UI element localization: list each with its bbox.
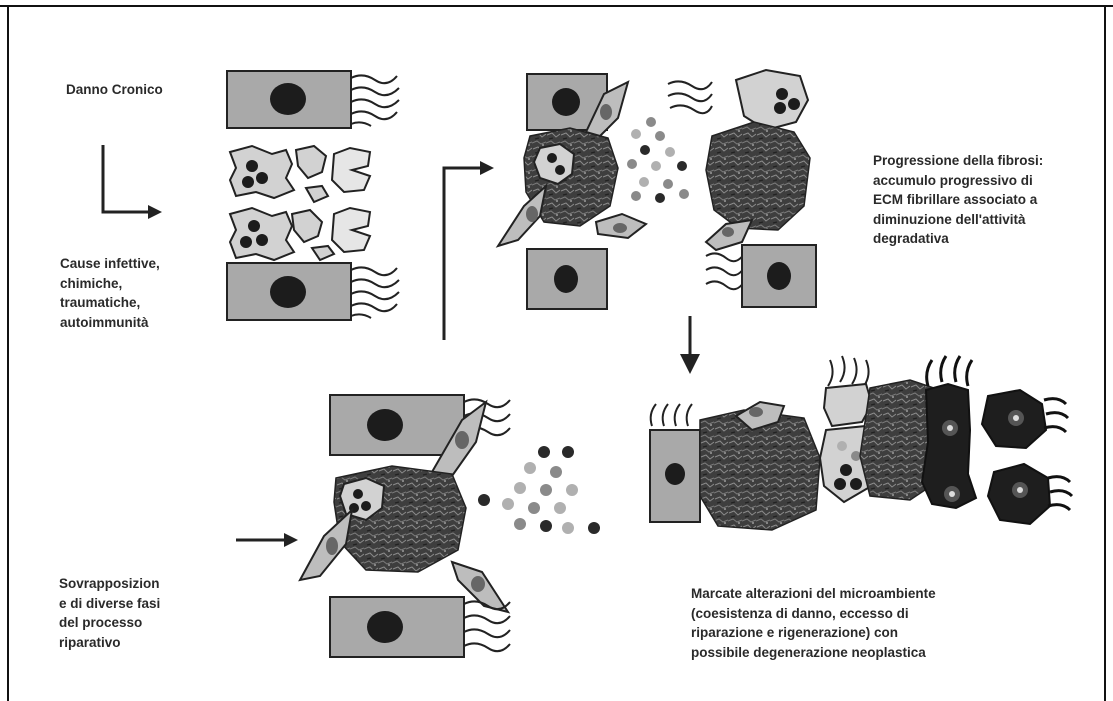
label-marcate-alterazioni: Marcate alterazioni del microambiente (c… xyxy=(691,584,936,662)
ecm-fibrillar-matrix xyxy=(706,122,810,230)
cell-nucleus xyxy=(270,276,306,308)
stage2-tissue xyxy=(498,70,816,309)
microvilli xyxy=(1044,399,1068,432)
fibroblast xyxy=(300,510,352,580)
microvilli xyxy=(927,356,972,386)
inflammatory-mediators xyxy=(478,446,600,534)
microvilli xyxy=(668,81,712,113)
inflammatory-mediators xyxy=(627,117,689,203)
cell-nucleus xyxy=(767,262,791,290)
cell-nucleus xyxy=(367,409,403,441)
cell-nucleus xyxy=(270,83,306,115)
damaged-cell xyxy=(332,148,370,192)
label-cause: Cause infettive, chimiche, traumatiche, … xyxy=(60,254,160,332)
cell-nucleus xyxy=(665,463,685,485)
microvilli xyxy=(828,356,869,386)
stage3-tissue xyxy=(300,395,600,657)
cell-debris xyxy=(292,210,334,260)
stage1-tissue xyxy=(227,71,399,320)
microvilli xyxy=(1048,477,1072,510)
fibroblast xyxy=(498,186,546,246)
cell-nucleus xyxy=(552,88,580,116)
cell-nucleus xyxy=(367,611,403,643)
stage4-tissue xyxy=(650,356,1072,530)
label-progressione-fibrosi: Progressione della fibrosi: accumulo pro… xyxy=(873,151,1043,249)
stage-transition-arrow xyxy=(444,161,494,340)
down-arrow xyxy=(680,316,700,374)
cell-debris xyxy=(296,146,328,202)
microvilli xyxy=(651,404,692,426)
damaged-cell xyxy=(534,144,574,184)
right-arrow xyxy=(236,533,298,547)
microvilli xyxy=(706,253,744,289)
microvilli xyxy=(351,75,399,126)
label-sovrapposizione: Sovrapposizion e di diverse fasi del pro… xyxy=(59,574,160,652)
label-danno-cronico: Danno Cronico xyxy=(66,80,163,100)
l-arrow xyxy=(103,145,162,219)
damaged-cell xyxy=(332,208,370,252)
microvilli xyxy=(464,601,510,651)
microvilli xyxy=(351,267,399,318)
cell-nucleus xyxy=(554,265,578,293)
